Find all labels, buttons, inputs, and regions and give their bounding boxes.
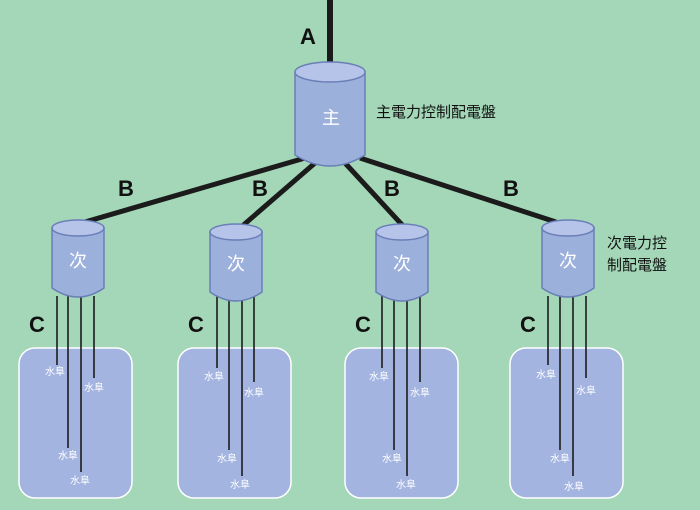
pool-3	[344, 347, 459, 499]
pump-4b-label: 水阜	[576, 384, 596, 397]
pump-3d-label: 水阜	[396, 478, 416, 491]
pump-2c-label: 水阜	[217, 452, 237, 465]
sub-panel-1-top	[51, 219, 105, 237]
sub-panel-2-top	[209, 223, 263, 241]
pump-4a-label: 水阜	[536, 368, 556, 381]
sub-panel-caption-line2: 制配電盤	[607, 256, 667, 274]
branch-line-3	[343, 161, 407, 230]
sub-panel-2-body	[209, 231, 263, 302]
pump-1a-label: 水阜	[45, 365, 65, 378]
main-panel: 主	[294, 61, 366, 167]
unit-1: 次 C 水阜 水阜 水阜 水阜	[18, 219, 133, 499]
label-c-2: C	[188, 312, 204, 337]
sub-panel-3-body	[375, 231, 429, 302]
sub-panel-caption-line1: 次電力控	[607, 234, 667, 252]
sub-panel-4-body	[541, 227, 595, 298]
pool-2	[177, 347, 292, 499]
sub-panel-3-top	[375, 223, 429, 241]
sub-panel-1-body	[51, 227, 105, 298]
pump-1c-label: 水阜	[58, 449, 78, 462]
pump-2d-label: 水阜	[230, 478, 250, 491]
branch-line-4	[359, 155, 557, 225]
pump-1b-label: 水阜	[84, 381, 104, 394]
label-b-3: B	[384, 176, 400, 201]
label-c-4: C	[520, 312, 536, 337]
unit-2: 次 C 水阜 水阜 水阜 水阜	[177, 223, 292, 499]
sub-panel-4-symbol: 次	[559, 251, 577, 272]
main-panel-top	[294, 61, 366, 83]
pump-3c-label: 水阜	[382, 452, 402, 465]
sub-panel-3-symbol: 次	[393, 254, 411, 275]
label-c-3: C	[355, 312, 371, 337]
main-panel-body	[294, 71, 366, 167]
label-b-1: B	[118, 176, 134, 201]
main-panel-symbol: 主	[322, 108, 340, 129]
sub-panel-2-symbol: 次	[227, 254, 245, 275]
branch-lines-b	[84, 155, 557, 230]
pump-4d-label: 水阜	[564, 480, 584, 493]
pump-3b-label: 水阜	[410, 386, 430, 399]
pump-4c-label: 水阜	[550, 452, 570, 465]
sub-panel-1-symbol: 次	[69, 251, 87, 272]
unit-4: 次 C 水阜 水阜 水阜 水阜	[509, 219, 624, 499]
pump-3a-label: 水阜	[369, 370, 389, 383]
label-a: A	[300, 24, 316, 49]
label-b-4: B	[503, 176, 519, 201]
label-b-2: B	[252, 176, 268, 201]
branch-line-2	[238, 161, 317, 230]
main-panel-caption: 主電力控制配電盤	[376, 103, 496, 121]
pump-2a-label: 水阜	[204, 370, 224, 383]
pump-1d-label: 水阜	[70, 474, 90, 487]
sub-panel-4-top	[541, 219, 595, 237]
pool-1	[18, 347, 133, 499]
branch-line-1	[84, 155, 306, 225]
pump-2b-label: 水阜	[244, 386, 264, 399]
label-c-1: C	[29, 312, 45, 337]
unit-3: 次 C 水阜 水阜 水阜 水阜	[344, 223, 459, 499]
pool-4	[509, 347, 624, 499]
